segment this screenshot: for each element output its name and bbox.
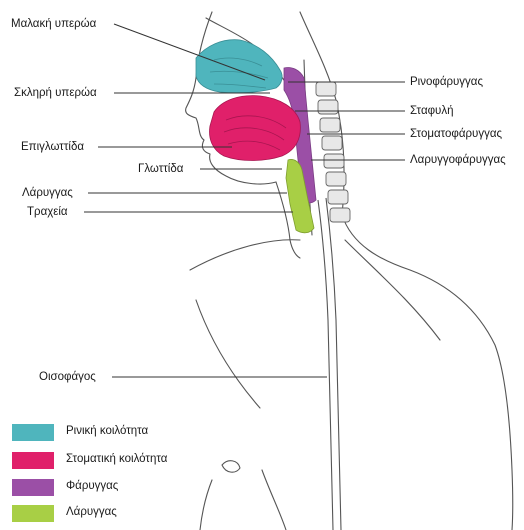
legend-label: Φάρυγγας — [66, 480, 118, 492]
legend-swatch — [12, 452, 54, 469]
label-oropharynx: Στοματοφάρυγγας — [410, 127, 502, 141]
chest-line — [345, 240, 440, 340]
label-hard-palate: Σκληρή υπερώα — [14, 86, 97, 100]
legend-swatch — [12, 424, 54, 441]
legend-label: Ρινική κοιλότητα — [66, 425, 148, 437]
label-esophagus: Οισοφάγος — [39, 370, 96, 384]
abdomen-outline-right — [262, 470, 286, 530]
esophagus-tube — [318, 200, 333, 530]
label-epiglottis: Επιγλωττίδα — [21, 140, 84, 154]
label-laryngopharynx: Λαρυγγοφάρυγγας — [410, 153, 506, 167]
label-soft-palate: Μαλακή υπερώα — [11, 17, 96, 31]
label-uvula: Σταφυλή — [410, 104, 453, 118]
label-trachea: Τραχεία — [27, 205, 68, 219]
legend-label: Στοματική κοιλότητα — [66, 453, 167, 465]
label-glottis: Γλωττίδα — [138, 162, 183, 176]
torso-line-left — [196, 300, 260, 408]
shoulder-outline — [190, 240, 300, 270]
label-nasopharynx: Ρινοφάρυγγας — [410, 75, 483, 89]
legend-swatch — [12, 505, 54, 522]
abdomen-outline — [200, 480, 212, 530]
legend-label: Λάρυγγας — [66, 506, 117, 518]
vertebrae — [316, 82, 350, 222]
legend-swatch — [12, 479, 54, 496]
navel — [222, 461, 240, 472]
esophagus-tube-inner — [326, 198, 341, 530]
label-larynx: Λάρυγγας — [22, 186, 73, 200]
